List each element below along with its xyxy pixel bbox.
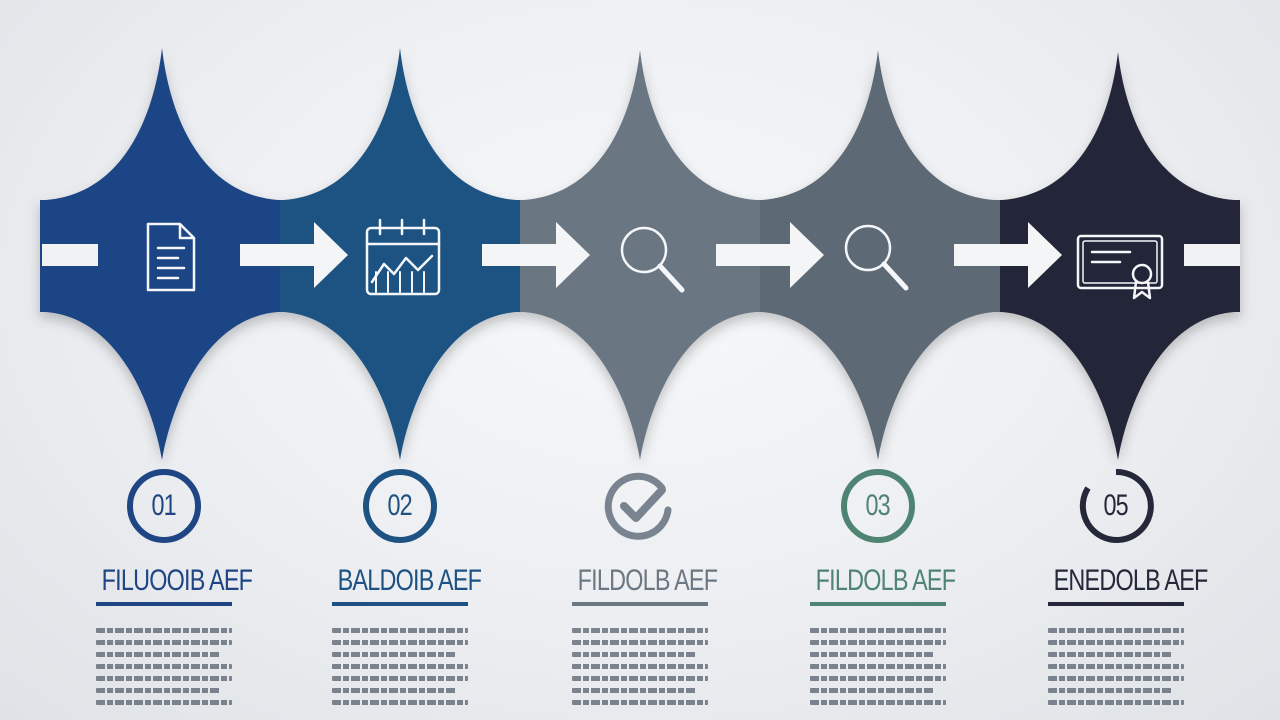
placeholder-text-line bbox=[572, 664, 708, 669]
placeholder-text-line bbox=[1048, 652, 1174, 657]
placeholder-text-line bbox=[810, 664, 946, 669]
magnifier-icon bbox=[620, 226, 685, 293]
placeholder-text-line bbox=[332, 664, 468, 669]
placeholder-text-line bbox=[332, 640, 468, 645]
end-bar bbox=[1184, 244, 1240, 266]
stage-shape-4 bbox=[760, 50, 1000, 460]
stage-title: FILDOLB AEF bbox=[815, 564, 956, 597]
ring-icon bbox=[127, 469, 201, 543]
stage-title: ENEDOLB AEF bbox=[1053, 564, 1209, 597]
placeholder-text-line bbox=[1048, 628, 1184, 633]
stage-shape-2 bbox=[280, 48, 520, 460]
placeholder-text-line bbox=[332, 628, 468, 633]
placeholder-text-line bbox=[1048, 664, 1184, 669]
stage-shape-1 bbox=[40, 48, 280, 460]
stage-shape-3 bbox=[520, 50, 760, 460]
placeholder-text-line bbox=[96, 640, 232, 645]
placeholder-text-line bbox=[1048, 640, 1184, 645]
step-number-badge: 01 bbox=[124, 466, 204, 546]
placeholder-text-line bbox=[572, 676, 708, 681]
placeholder-text-line bbox=[572, 640, 708, 645]
ring-icon bbox=[363, 469, 437, 543]
placeholder-text-line bbox=[810, 676, 946, 681]
placeholder-text-line bbox=[96, 628, 232, 633]
placeholder-text-block bbox=[1048, 628, 1184, 712]
calendar-chart-icon bbox=[365, 218, 441, 296]
ring-icon bbox=[1079, 468, 1154, 543]
flow-arrow-3 bbox=[716, 222, 824, 288]
placeholder-text-line bbox=[572, 628, 708, 633]
step-number-badge: 03 bbox=[838, 466, 918, 546]
stage-title: FILDOLB AEF bbox=[577, 564, 718, 597]
title-underline bbox=[810, 602, 946, 606]
placeholder-text-block bbox=[810, 628, 946, 712]
stage-title: BALDOIB AEF bbox=[337, 564, 482, 597]
flow-arrow-4 bbox=[954, 222, 1062, 288]
check-icon bbox=[604, 472, 672, 540]
step-number: 03 bbox=[865, 489, 891, 522]
magnifier-icon bbox=[844, 224, 909, 291]
title-underline bbox=[96, 602, 232, 606]
placeholder-text-line bbox=[332, 688, 458, 693]
placeholder-text-line bbox=[1048, 700, 1184, 705]
step-number: 02 bbox=[387, 489, 413, 522]
step-number: 05 bbox=[1103, 489, 1129, 522]
placeholder-text-line bbox=[810, 628, 946, 633]
placeholder-text-line bbox=[810, 652, 936, 657]
placeholder-text-line bbox=[96, 652, 222, 657]
placeholder-text-line bbox=[96, 664, 232, 669]
step-number: 01 bbox=[151, 489, 177, 522]
document-icon bbox=[146, 222, 196, 292]
placeholder-text-block bbox=[96, 628, 232, 712]
placeholder-text-block bbox=[572, 628, 708, 712]
check-badge bbox=[600, 466, 680, 546]
placeholder-text-line bbox=[572, 688, 698, 693]
stage-shape-5 bbox=[1000, 52, 1240, 460]
flow-arrow-2 bbox=[482, 222, 590, 288]
placeholder-text-line bbox=[96, 688, 222, 693]
placeholder-text-line bbox=[572, 652, 698, 657]
title-underline bbox=[1048, 602, 1184, 606]
flow-arrow-1 bbox=[240, 222, 348, 288]
step-number-badge: 02 bbox=[360, 466, 440, 546]
placeholder-text-line bbox=[1048, 676, 1184, 681]
placeholder-text-line bbox=[810, 640, 946, 645]
placeholder-text-line bbox=[332, 652, 458, 657]
placeholder-text-line bbox=[572, 700, 708, 705]
placeholder-text-line bbox=[332, 700, 468, 705]
placeholder-text-line bbox=[96, 700, 232, 705]
placeholder-text-block bbox=[332, 628, 468, 712]
start-bar bbox=[42, 244, 98, 266]
placeholder-text-line bbox=[810, 700, 946, 705]
certificate-icon bbox=[1076, 234, 1164, 300]
step-number-badge: 05 bbox=[1076, 466, 1156, 546]
title-underline bbox=[332, 602, 468, 606]
stage-title: FILUOOIB AEF bbox=[101, 564, 253, 597]
ring-icon bbox=[841, 469, 915, 543]
placeholder-text-line bbox=[332, 676, 468, 681]
title-underline bbox=[572, 602, 708, 606]
placeholder-text-line bbox=[96, 676, 232, 681]
placeholder-text-line bbox=[1048, 688, 1174, 693]
placeholder-text-line bbox=[810, 688, 936, 693]
